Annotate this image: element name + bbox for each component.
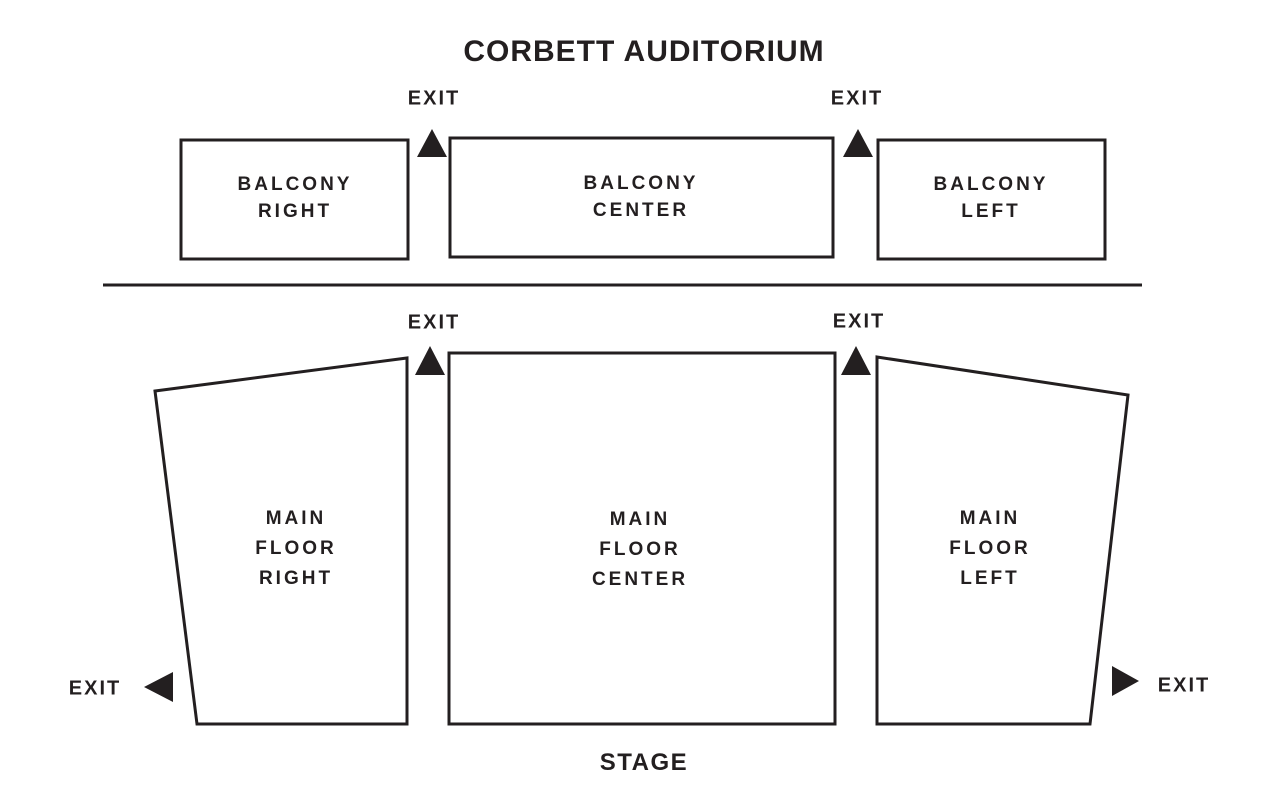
section-label-line: FLOOR [599, 539, 681, 560]
main-floor-right-section-outline [153, 356, 409, 726]
balcony-center-section-outline [448, 136, 835, 259]
exit-label: EXIT [830, 87, 884, 110]
balcony-left-section-outline [876, 138, 1107, 261]
exit-label: EXIT [407, 311, 461, 334]
section-label-line: BALCONY [583, 173, 699, 194]
exit-arrow-left-icon [144, 672, 173, 702]
section-label-line: LEFT [961, 201, 1021, 222]
section-label-line: MAIN [265, 508, 327, 529]
section-label-line: MAIN [609, 509, 671, 530]
main-floor-left-section-outline [875, 355, 1130, 726]
balcony-right-section-outline [179, 138, 410, 261]
section-label-balcony-left: BALCONY LEFT [934, 171, 1049, 225]
stage-label: STAGE [599, 749, 689, 776]
section-label-line: LEFT [960, 568, 1020, 589]
page-title: CORBETT AUDITORIUM [463, 35, 825, 68]
section-label-balcony-right: BALCONY RIGHT [238, 171, 353, 225]
exit-arrow-up-icon [415, 346, 445, 375]
section-label-line: MAIN [959, 508, 1021, 529]
exit-arrow-up-icon [417, 129, 447, 157]
exit-arrow-up-icon [841, 346, 871, 375]
exit-label: EXIT [832, 310, 886, 333]
section-label-main-floor-center: MAIN FLOOR CENTER [592, 505, 688, 595]
section-label-line: RIGHT [258, 568, 334, 589]
section-label-line: CENTER [591, 569, 689, 590]
section-label-main-floor-left: MAIN FLOOR LEFT [949, 504, 1031, 594]
section-label-line: CENTER [592, 200, 690, 221]
section-label-line: BALCONY [237, 174, 353, 195]
exit-label: EXIT [1157, 674, 1211, 697]
main-floor-center-section-outline [447, 351, 837, 726]
exit-arrow-right-icon [1112, 666, 1139, 696]
section-label-line: BALCONY [933, 174, 1049, 195]
section-label-line: FLOOR [255, 538, 337, 559]
exit-arrow-up-icon [843, 129, 873, 157]
section-label-balcony-center: BALCONY CENTER [584, 170, 699, 224]
section-label-line: FLOOR [949, 538, 1031, 559]
exit-label: EXIT [68, 677, 122, 700]
section-label-main-floor-right: MAIN FLOOR RIGHT [255, 504, 337, 594]
section-label-line: RIGHT [257, 201, 333, 222]
exit-label: EXIT [407, 87, 461, 110]
